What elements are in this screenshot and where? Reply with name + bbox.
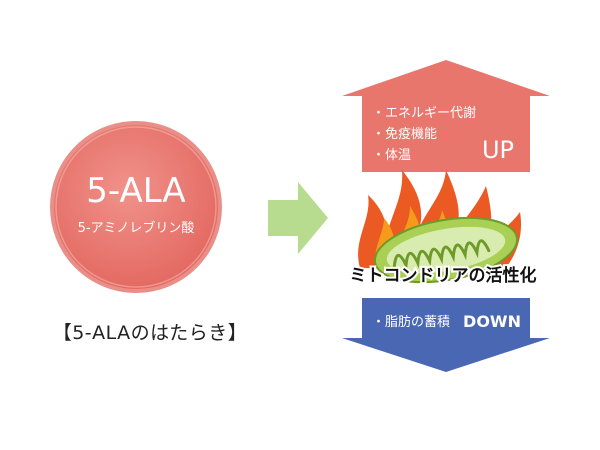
badge-subtitle: 5-アミノレブリン酸 — [78, 220, 195, 236]
up-item-1: ・エネルギー代謝 — [372, 106, 476, 121]
up-item-3: ・体温 — [372, 148, 411, 163]
up-label: UP — [482, 136, 514, 164]
down-arrow-shape — [342, 298, 550, 372]
mitochondria-icon — [373, 216, 519, 284]
badge-inner-ring — [55, 126, 217, 288]
up-arrow-shape — [342, 60, 550, 172]
up-arrow-box: ・エネルギー代謝 ・免疫機能 ・体温 UP — [342, 60, 550, 172]
mitochondria-activation-label: ミトコンドリアの活性化 — [350, 265, 537, 286]
down-arrow-box: ・脂肪の蓄積 DOWN — [342, 298, 550, 372]
up-item-2: ・免疫機能 — [372, 126, 437, 142]
caption: 【5-ALAのはたらき】 — [52, 322, 248, 344]
down-label: DOWN — [463, 312, 521, 331]
green-arrow-icon — [268, 182, 328, 254]
ala-badge: 5-ALA 5-アミノレブリン酸 — [50, 121, 222, 293]
badge-circle — [50, 121, 222, 293]
badge-title: 5-ALA — [86, 171, 185, 211]
down-item-1: ・脂肪の蓄積 — [372, 314, 450, 330]
